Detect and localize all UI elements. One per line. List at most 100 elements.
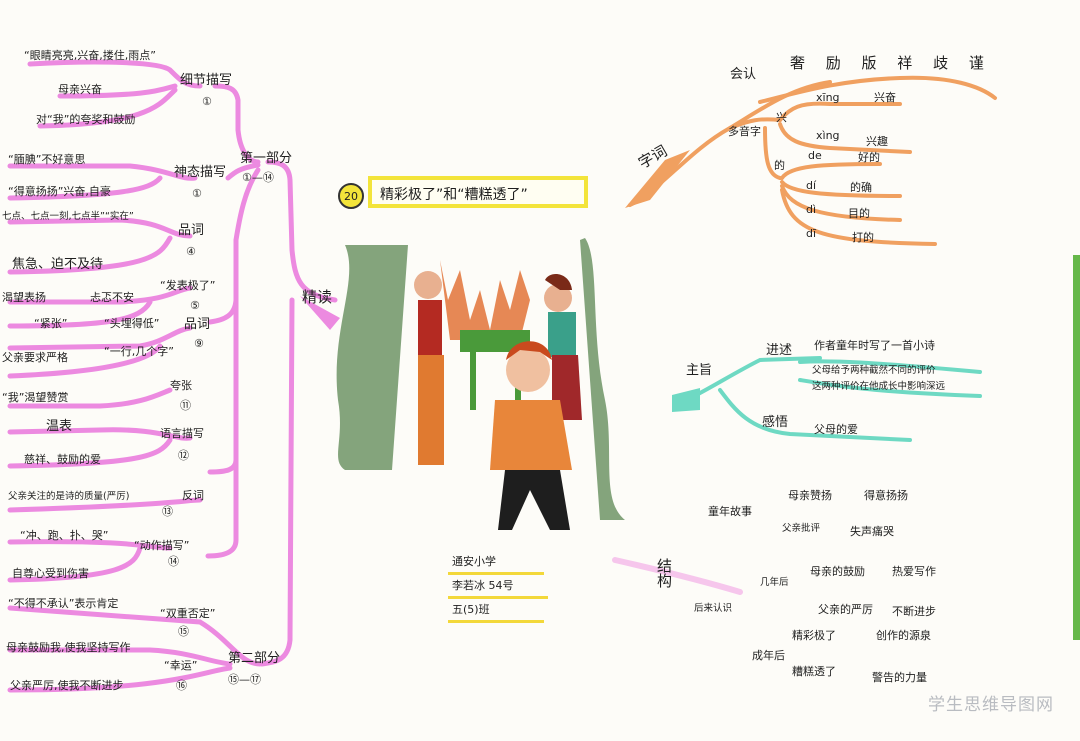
de-word: 的确 xyxy=(850,181,872,194)
structure-item: 父亲批评 xyxy=(782,523,821,534)
words-label: 品词 xyxy=(178,223,205,238)
underline xyxy=(448,596,548,599)
lang-item: 慈祥、鼓励的爱 xyxy=(24,453,101,466)
recognize-chars: 奢 励 版 祥 歧 谨 xyxy=(790,54,992,72)
part1-range: ①—⑭ xyxy=(242,171,274,184)
words-item: 焦急、迫不及待 xyxy=(12,257,104,272)
tense-item: 父亲要求严格 xyxy=(2,351,68,364)
neg-label: “双重否定” xyxy=(160,607,216,620)
structure-item: 父亲的严厉 xyxy=(818,603,873,616)
lesson-title: 精彩极了”和“糟糕透了” xyxy=(380,187,528,203)
edge-strip xyxy=(1073,255,1080,640)
grown-label: 成年后 xyxy=(752,649,785,662)
theme-branch-label: 主旨 xyxy=(686,363,713,378)
lang-label: 语言描写 xyxy=(160,427,204,440)
tense-label: 品词 xyxy=(184,317,211,332)
xing-word: 兴趣 xyxy=(866,135,888,148)
xing-reading: xìng xyxy=(816,129,840,142)
underline xyxy=(448,572,544,575)
expression-num: ① xyxy=(192,187,202,200)
childhood-label: 童年故事 xyxy=(708,505,752,518)
action-label: “动作描写” xyxy=(134,539,190,552)
expression-label: 神态描写 xyxy=(174,165,227,180)
structure-item: 热爱写作 xyxy=(892,565,936,578)
detail-label: 细节描写 xyxy=(180,73,233,88)
antonym-item: 父亲关注的是诗的质量(严厉) xyxy=(8,491,130,502)
part2-label: 第二部分 xyxy=(228,651,281,666)
structure-item: 创作的源泉 xyxy=(876,629,931,642)
illustration xyxy=(336,238,625,530)
neg-num: ⑮ xyxy=(178,625,189,638)
xing-word: 兴奋 xyxy=(874,91,896,104)
sendout-item: 渴望表扬 xyxy=(2,291,46,304)
neg-item: “不得不承认”表示肯定 xyxy=(8,597,119,610)
exag-num: ⑪ xyxy=(180,399,191,412)
years-label: 几年后 xyxy=(760,577,789,588)
recognize-label: 会认 xyxy=(730,67,757,82)
narrate-point: 父母给予两种截然不同的评价 xyxy=(812,365,936,376)
lucky-item: 母亲鼓励我,使我坚持写作 xyxy=(6,641,131,654)
sendout-item: 忐忑不安 xyxy=(90,291,134,304)
structure-branch-label: 结构 xyxy=(655,558,673,588)
de-word: 目的 xyxy=(848,207,870,220)
main-branch-label: 精读 xyxy=(302,288,333,306)
action-item: 自尊心受到伤害 xyxy=(12,567,89,580)
exag-label: 夸张 xyxy=(170,379,192,392)
lang-item: 温表 xyxy=(46,419,73,434)
detail-item: 母亲兴奋 xyxy=(58,83,102,96)
de-reading: de xyxy=(808,149,822,162)
class-name: 五(5)班 xyxy=(452,603,490,616)
feel-item: 父母的爱 xyxy=(814,423,858,436)
narrate-main: 作者童年时写了一首小诗 xyxy=(814,339,935,352)
structure-item: 得意扬扬 xyxy=(864,489,908,502)
xing-reading: xīng xyxy=(816,91,840,104)
detail-item: “眼睛亮亮,兴奋,搂住,雨点” xyxy=(24,49,156,62)
tense-item: “头埋得低” xyxy=(104,317,160,330)
detail-item: 对“我”的夸奖和鼓励 xyxy=(36,113,136,126)
exag-item: “我”渴望赞赏 xyxy=(2,391,69,404)
expression-item: “腼腆”不好意思 xyxy=(8,153,86,166)
lang-num: ⑫ xyxy=(178,449,189,462)
sendout-num: ⑤ xyxy=(190,299,200,312)
de-word: 打的 xyxy=(852,231,874,244)
tense-item: “一行,几个字” xyxy=(104,345,174,358)
de-word: 好的 xyxy=(858,151,880,164)
lucky-item: 父亲严厉,使我不断进步 xyxy=(10,679,124,692)
detail-num: ① xyxy=(202,95,212,108)
de-reading: dì xyxy=(806,203,817,216)
structure-item: 糟糕透了 xyxy=(792,665,836,678)
school-name: 通安小学 xyxy=(452,555,496,568)
lucky-label: “幸运” xyxy=(164,659,198,672)
part1-label: 第一部分 xyxy=(240,151,293,166)
underline xyxy=(448,620,544,623)
action-item: “冲、跑、扑、哭” xyxy=(20,529,109,542)
de-char: 的 xyxy=(774,159,785,172)
structure-item: 母亲赞扬 xyxy=(788,489,832,502)
narrate-point: 这两种评价在他成长中影响深远 xyxy=(812,381,946,392)
watermark: 学生思维导图网 xyxy=(928,695,1054,715)
polyphone-label: 多音字 xyxy=(728,125,761,138)
title-frame xyxy=(368,176,588,208)
structure-item: 母亲的鼓励 xyxy=(810,565,865,578)
structure-item: 失声痛哭 xyxy=(850,525,894,538)
structure-item: 不断进步 xyxy=(892,605,936,618)
later-label: 后来认识 xyxy=(694,603,733,614)
words-item: 七点、七点一刻,七点半”“实在” xyxy=(2,211,134,222)
sendout-label: “发表极了” xyxy=(160,279,216,292)
lesson-number: 20 xyxy=(338,183,364,209)
structure-item: 警告的力量 xyxy=(872,671,927,684)
part2-range: ⑮—⑰ xyxy=(228,673,261,686)
narrate-label: 进述 xyxy=(766,343,793,358)
de-reading: dī xyxy=(806,227,817,240)
lucky-num: ⑯ xyxy=(176,679,187,692)
expression-item: “得意扬扬”兴奋,自豪 xyxy=(8,185,111,198)
antonym-label: 反词 xyxy=(182,489,204,502)
xing-char: 兴 xyxy=(776,111,787,124)
action-num: ⑭ xyxy=(168,555,179,568)
antonym-num: ⑬ xyxy=(162,505,173,518)
structure-item: 精彩极了 xyxy=(792,629,836,642)
de-reading: dí xyxy=(806,179,817,192)
tense-item: “紧张” xyxy=(34,317,68,330)
